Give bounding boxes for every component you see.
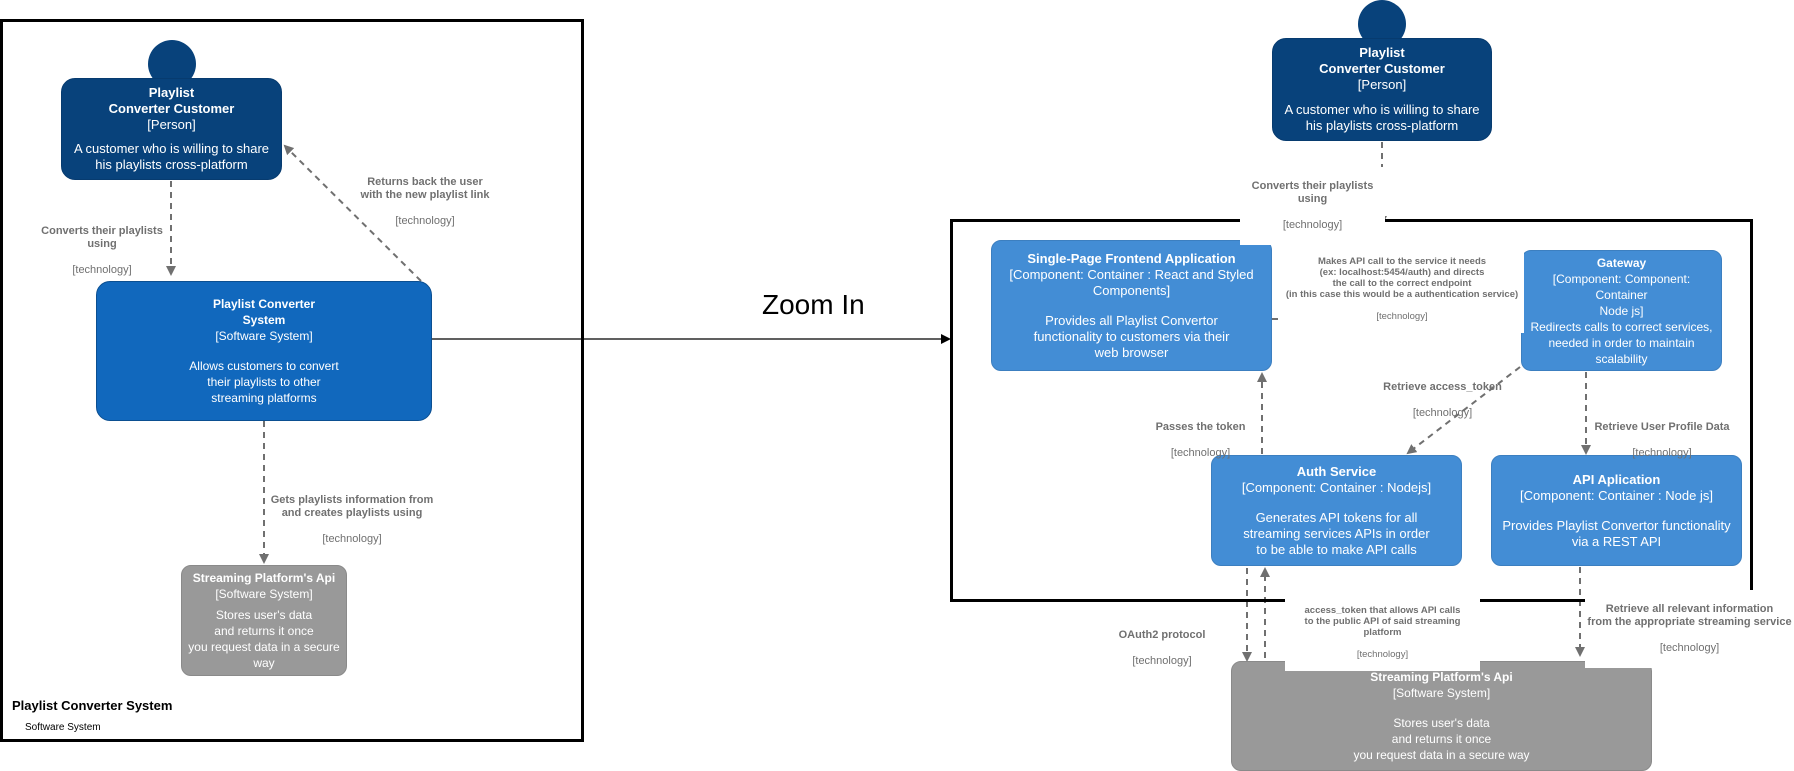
gateway-component-node[interactable]: Gateway [Component: Component: Container… <box>1521 250 1722 371</box>
edge-left-returns <box>283 144 422 282</box>
node-desc: Allows customers to convert their playli… <box>189 359 339 405</box>
node-title: Gateway <box>1596 255 1647 270</box>
node-desc: Stores user's data and returns it once y… <box>188 608 340 670</box>
spa-component-node[interactable]: Single-Page Frontend Application [Compon… <box>991 240 1272 371</box>
node-title: Auth Service <box>1296 463 1377 479</box>
node-title: Streaming Platform's Api <box>192 571 336 585</box>
label-right-access-token: access_token that allows API calls to th… <box>1285 594 1480 671</box>
label-right-makes: Makes API call to the service it needs (… <box>1280 245 1524 333</box>
api-application-node[interactable]: API Aplication [Component: Container : N… <box>1491 455 1742 566</box>
node-type: [Component: Component: Container Node js… <box>1552 271 1691 318</box>
label-left-gets: Gets playlists information from and crea… <box>270 494 434 545</box>
right-streaming-api-node[interactable]: Streaming Platform's Api [Software Syste… <box>1231 661 1652 771</box>
label-right-retrieve-token: Retrieve access_token [technology] <box>1383 381 1502 419</box>
node-title: Streaming Platform's Api <box>1370 670 1513 684</box>
edge-right-retrieve-token <box>1406 366 1521 455</box>
node-desc: Generates API tokens for all streaming s… <box>1243 509 1430 557</box>
left-boundary-title: Playlist Converter System <box>12 698 173 713</box>
node-type: [Component: Container : React and Styled… <box>1009 266 1254 298</box>
node-type: [Component: Container : Node js] <box>1520 487 1713 503</box>
zoom-in-label: Zoom In <box>762 289 865 320</box>
left-system-boundary <box>0 19 584 742</box>
label-right-converts: Converts their playlists using [technolo… <box>1240 167 1385 245</box>
node-type: [Software System] <box>215 329 313 343</box>
label-left-returns: Returns back the user with the new playl… <box>360 176 490 227</box>
node-desc: A customer who is willing to share his p… <box>73 141 270 172</box>
node-title: Playlist Converter System <box>212 297 316 327</box>
label-left-converts: Converts their playlists using [technolo… <box>41 225 163 276</box>
node-desc: Provides all Playlist Convertor function… <box>1033 312 1230 360</box>
node-desc: A customer who is willing to share his p… <box>1284 102 1480 133</box>
left-system-node[interactable]: Playlist Converter System [Software Syst… <box>96 281 432 421</box>
left-streaming-api-node[interactable]: Streaming Platform's Api [Software Syste… <box>181 565 347 676</box>
node-type: [Software System] <box>1392 686 1491 700</box>
label-right-retrieve-profile: Retrieve User Profile Data [technology] <box>1594 421 1730 459</box>
node-type: [Person] <box>1357 77 1407 92</box>
node-type: [Software System] <box>215 587 313 601</box>
node-title: Single-Page Frontend Application <box>1027 250 1236 266</box>
label-right-passes: Passes the token [technology] <box>1155 421 1246 459</box>
node-desc: Provides Playlist Convertor functionalit… <box>1502 517 1731 549</box>
auth-service-node[interactable]: Auth Service [Component: Container : Nod… <box>1211 455 1462 566</box>
label-right-oauth: OAuth2 protocol [technology] <box>1118 629 1206 667</box>
node-type: [Person] <box>147 117 196 132</box>
left-boundary-type: Software System <box>25 722 101 733</box>
node-title: Playlist Converter Customer <box>1319 45 1445 76</box>
node-type: [Component: Container : Nodejs] <box>1241 479 1432 495</box>
node-desc: Stores user's data and returns it once y… <box>1353 716 1530 762</box>
node-title: Playlist Converter Customer <box>108 85 235 116</box>
right-customer-node[interactable]: Playlist Converter Customer [Person] A c… <box>1272 38 1492 141</box>
left-customer-node[interactable]: Playlist Converter Customer [Person] A c… <box>61 78 282 180</box>
label-right-retrieve-all: Retrieve all relevant information from t… <box>1585 590 1794 668</box>
node-desc: Redirects calls to correct services, nee… <box>1530 319 1713 366</box>
node-title: API Aplication <box>1572 471 1661 487</box>
